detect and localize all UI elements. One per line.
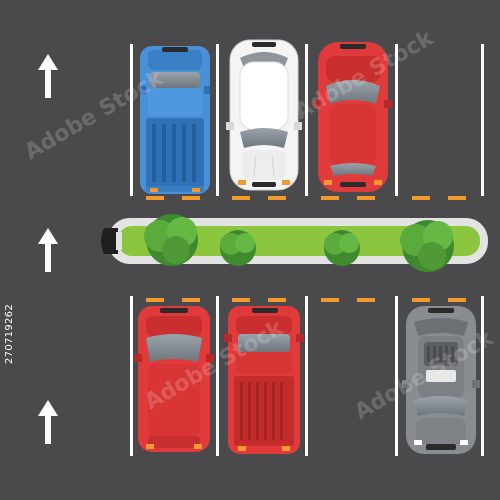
lane-arrow-up-icon — [38, 400, 58, 444]
stop-stripes-top — [146, 196, 466, 200]
bush-icon — [324, 230, 360, 266]
stock-id-label: 270719262 — [4, 304, 15, 364]
stop-stripes-bottom — [146, 298, 466, 302]
car-grey-sedan — [402, 306, 480, 454]
car-blue-pickup — [140, 46, 210, 194]
parking-lines-top — [130, 44, 484, 196]
bush-icon — [400, 220, 454, 272]
lane-arrow-up-icon — [38, 54, 58, 98]
lane-arrow-up-icon — [38, 228, 58, 272]
median-strip — [108, 218, 488, 264]
bush-icon — [144, 214, 198, 266]
car-white-hatchback — [226, 39, 302, 191]
car-red-pickup — [224, 306, 304, 454]
car-red-hatchback — [314, 42, 392, 192]
street-lamp-icon — [101, 228, 122, 254]
bush-icon — [220, 230, 256, 266]
parking-lines-bottom — [130, 296, 484, 456]
car-red-van — [134, 306, 214, 452]
